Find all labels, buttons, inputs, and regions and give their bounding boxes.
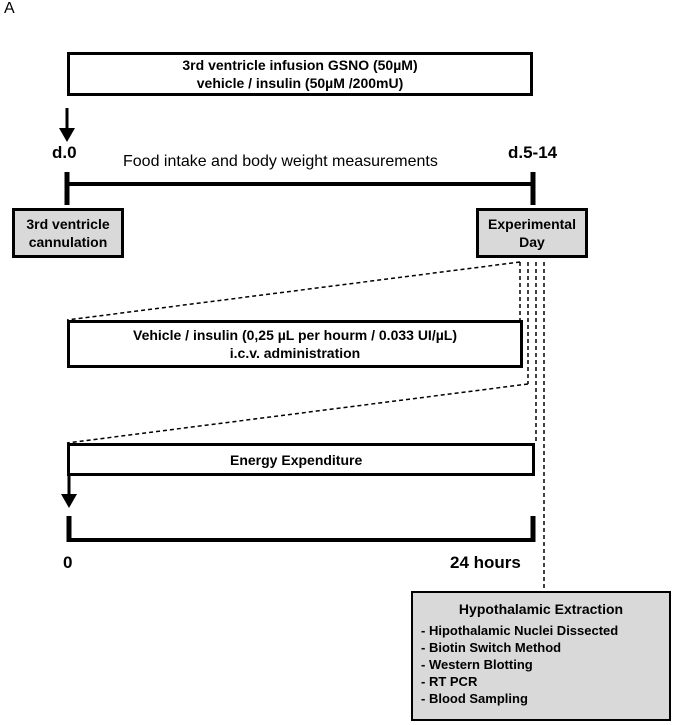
arrow-down-icon	[59, 108, 75, 142]
hypothalamic-extraction-box: Hypothalamic Extraction - Hipothalamic N…	[411, 591, 671, 721]
infusion-box: 3rd ventricle infusion GSNO (50µM) vehic…	[67, 52, 533, 96]
extraction-list: - Hipothalamic Nuclei Dissected - Biotin…	[413, 622, 669, 707]
hours-start-label: 0	[63, 553, 73, 572]
arrow-down-icon	[61, 476, 77, 508]
zoom-lines	[66, 261, 545, 591]
experimental-line-2: Day	[519, 234, 545, 250]
timeline-days	[64, 172, 536, 205]
timeline-start-label: d.0	[52, 143, 77, 162]
timeline-hours	[66, 516, 536, 542]
timeline-end-label: d.5-14	[508, 143, 558, 162]
infusion-line-1: 3rd ventricle infusion GSNO (50µM)	[182, 57, 418, 73]
vehicle-line-2: i.c.v. administration	[229, 345, 361, 361]
experimental-line-1: Experimental	[488, 216, 576, 232]
cannulation-box: 3rd ventricle cannulation	[12, 208, 124, 258]
experimental-day-box: Experimental Day	[476, 208, 588, 258]
energy-expenditure-box: Energy Expenditure	[67, 443, 535, 476]
list-item: - Hipothalamic Nuclei Dissected	[421, 623, 619, 638]
infusion-line-2: vehicle / insulin (50µM /200mU)	[196, 75, 404, 91]
list-item: - RT PCR	[421, 674, 478, 689]
cannulation-line-1: 3rd ventricle	[26, 216, 110, 232]
hours-end-label: 24 hours	[450, 553, 521, 572]
food-intake-label: Food intake and body weight measurements	[123, 153, 438, 170]
cannulation-line-2: cannulation	[28, 234, 108, 250]
panel-label: A	[4, 0, 15, 17]
energy-expenditure-label: Energy Expenditure	[230, 451, 363, 468]
vehicle-insulin-box: Vehicle / insulin (0,25 µL per hourm / 0…	[67, 320, 523, 368]
list-item: - Biotin Switch Method	[421, 640, 562, 655]
list-item: - Western Blotting	[421, 657, 533, 672]
vehicle-line-1: Vehicle / insulin (0,25 µL per hourm / 0…	[133, 327, 457, 343]
list-item: - Blood Sampling	[421, 691, 528, 706]
extraction-title: Hypothalamic Extraction	[458, 601, 624, 617]
